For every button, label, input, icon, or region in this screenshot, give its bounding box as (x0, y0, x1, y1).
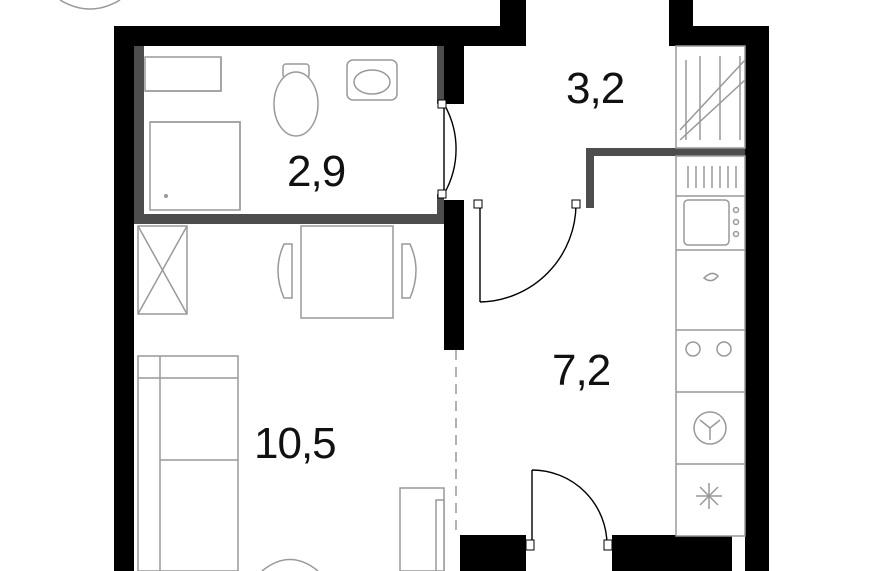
entrance-door (525, 469, 613, 551)
kitchen-door (473, 199, 581, 303)
tv-stand-icon (399, 487, 445, 571)
fridge-icon (696, 483, 722, 509)
washer-icon (144, 56, 222, 92)
kitchen-counter (675, 155, 746, 537)
kitchen-sink-icon (683, 199, 740, 246)
wardrobe-icon (137, 225, 188, 315)
bathroom-fixtures (144, 56, 398, 211)
compass-icon (59, 0, 121, 10)
room-area-bathroom: 2,9 (287, 147, 345, 196)
room-area-kitchen: 7,2 (552, 346, 610, 395)
armchair-icon (261, 558, 319, 571)
bathroom-partition (134, 46, 444, 224)
shower-icon (149, 121, 241, 211)
sofa-icon (137, 355, 239, 571)
radiator-icon (687, 166, 737, 188)
exterior-walls (114, 0, 769, 571)
bathroom-door (437, 99, 457, 199)
stove-icon (685, 341, 732, 357)
living-furniture (137, 225, 445, 571)
kitchen-partition (586, 148, 745, 208)
drop-icon (702, 272, 719, 282)
toilet-icon (273, 63, 319, 137)
sink-icon (346, 59, 398, 101)
room-area-living: 10,5 (254, 419, 336, 468)
washing-machine-icon (693, 411, 727, 445)
dining-table-icon (277, 225, 417, 319)
room-area-hallway: 3,2 (566, 64, 624, 113)
hallway-closet (675, 45, 746, 149)
